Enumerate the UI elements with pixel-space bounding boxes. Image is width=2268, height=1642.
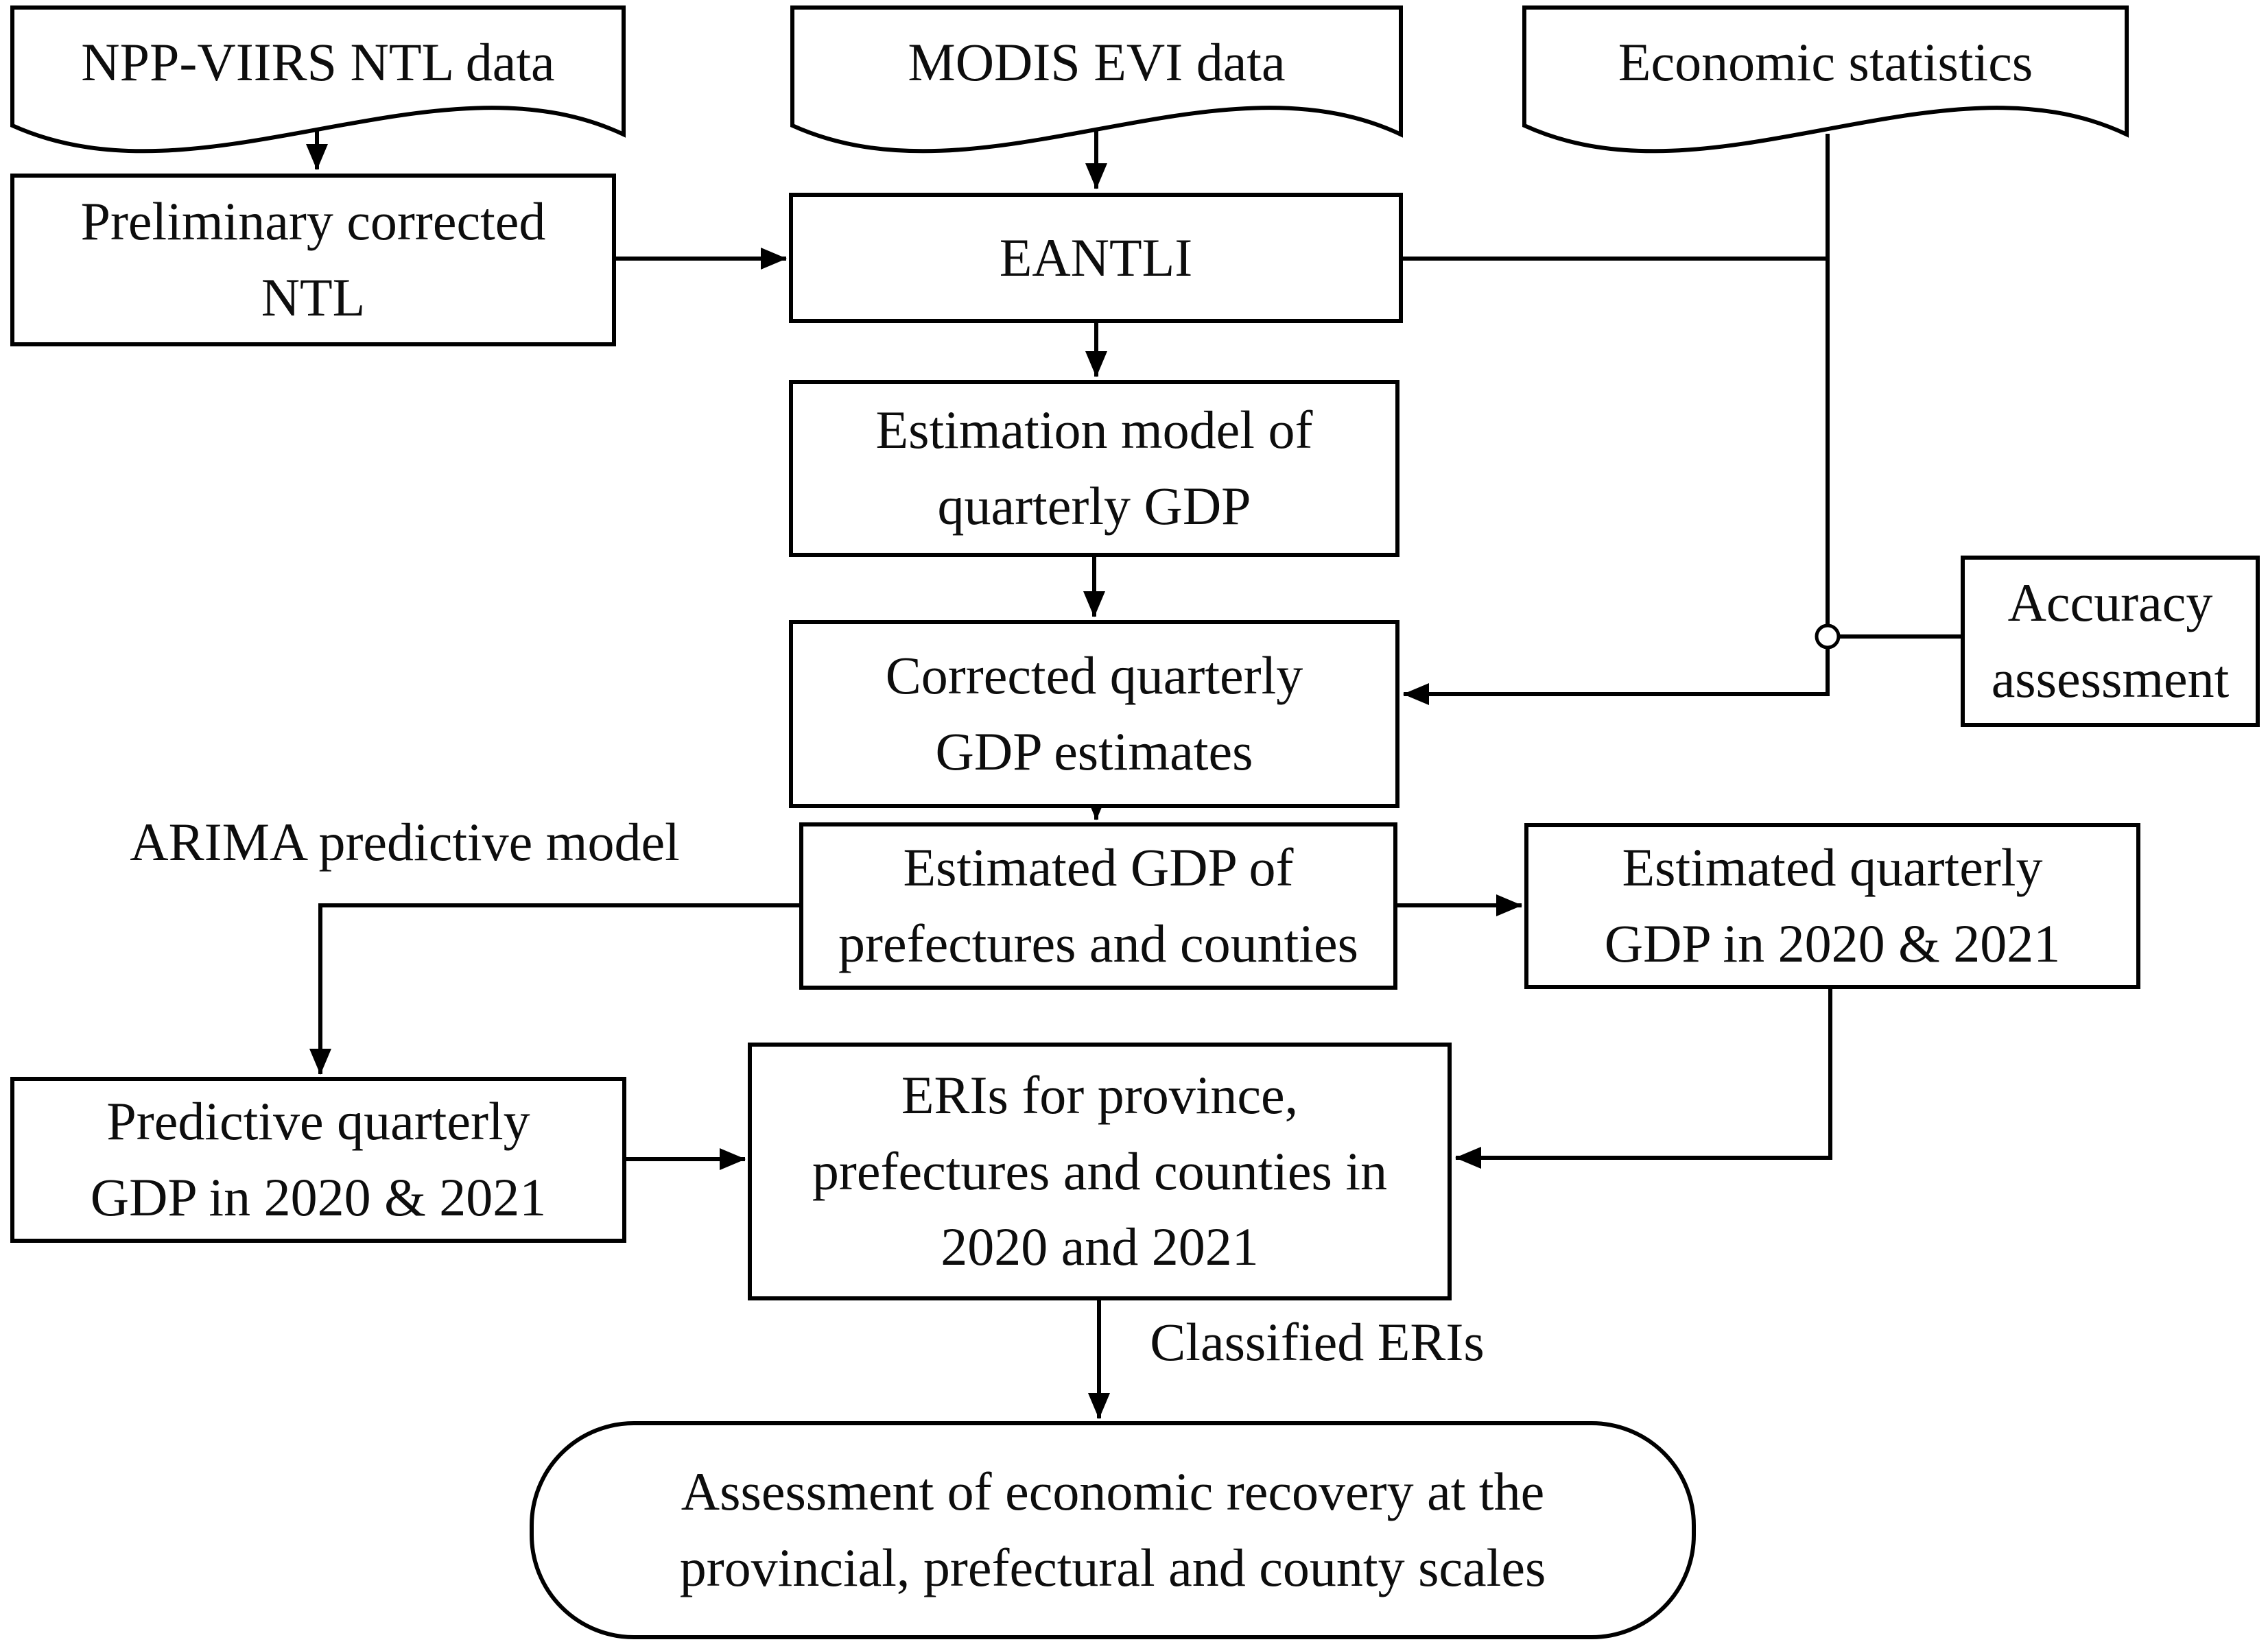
node-label-line: assessment [1991,649,2230,709]
document-shape [10,5,626,154]
node-corrected-quarterly-gdp-estimates: Corrected quarterly GDP estimates [789,620,1399,808]
node-eantli: EANTLI [789,193,1403,323]
node-label-line: ERIs for province, [901,1064,1299,1125]
node-label-line: prefectures and counties [838,914,1358,973]
label-classified-eris: Classified ERIs [1150,1312,1485,1372]
node-label-line: EANTLI [999,227,1193,287]
node-label-line: GDP estimates [935,722,1253,781]
node-label-line: GDP in 2020 & 2021 [90,1167,547,1227]
node-label-line: quarterly GDP [937,476,1251,536]
node-accuracy-assessment: Accuracy assessment [1961,556,2260,727]
node-label-line: NTL [261,267,366,327]
node-estimated-gdp-prefectures-counties: Estimated GDP of prefectures and countie… [799,822,1397,990]
node-label-line: Preliminary corrected [80,191,546,252]
node-label-line: GDP in 2020 & 2021 [1604,914,2061,973]
node-label-line: Estimation model of [875,400,1313,460]
node-label-line: Assessment of economic recovery at the [681,1462,1545,1522]
node-label-line: Estimated GDP of [903,837,1294,898]
node-label-line: Estimated quarterly [1622,837,2043,898]
node-label-line: 2020 and 2021 [941,1217,1259,1277]
node-eris-province-prefectures-counties: ERIs for province, prefectures and count… [748,1043,1452,1300]
node-label-line: provincial, prefectural and county scale… [679,1538,1546,1597]
junction-circle [1815,623,1841,650]
node-npp-viirs-ntl-data: NPP-VIIRS NTL data [10,5,626,160]
node-predictive-quarterly-gdp-2020-2021: Predictive quarterly GDP in 2020 & 2021 [10,1077,626,1243]
label-arima-predictive-model: ARIMA predictive model [130,812,680,872]
node-label: Economic statistics [1618,32,2033,92]
node-label: NPP-VIIRS NTL data [81,32,555,92]
node-assessment-economic-recovery: Assessment of economic recovery at the p… [530,1421,1696,1639]
connector-estgdp-to-predq [309,903,801,1075]
node-label-line: prefectures and counties in [812,1141,1388,1201]
connector-econ-to-corrected [1403,134,1830,705]
node-label-line: Accuracy [2007,573,2213,633]
node-economic-statistics: Economic statistics [1522,5,2129,160]
node-modis-evi-data: MODIS EVI data [790,5,1403,160]
document-shape [790,5,1403,154]
connector-estq-to-eris [1455,988,1832,1169]
node-preliminary-corrected-ntl: Preliminary corrected NTL [10,174,616,346]
document-shape [1522,5,2129,154]
node-estimated-quarterly-gdp-2020-2021: Estimated quarterly GDP in 2020 & 2021 [1524,823,2140,989]
node-estimation-model-quarterly-gdp: Estimation model of quarterly GDP [789,380,1399,557]
node-label: MODIS EVI data [908,32,1286,92]
node-label-line: Corrected quarterly [885,645,1303,706]
node-label-line: Predictive quarterly [106,1091,530,1152]
